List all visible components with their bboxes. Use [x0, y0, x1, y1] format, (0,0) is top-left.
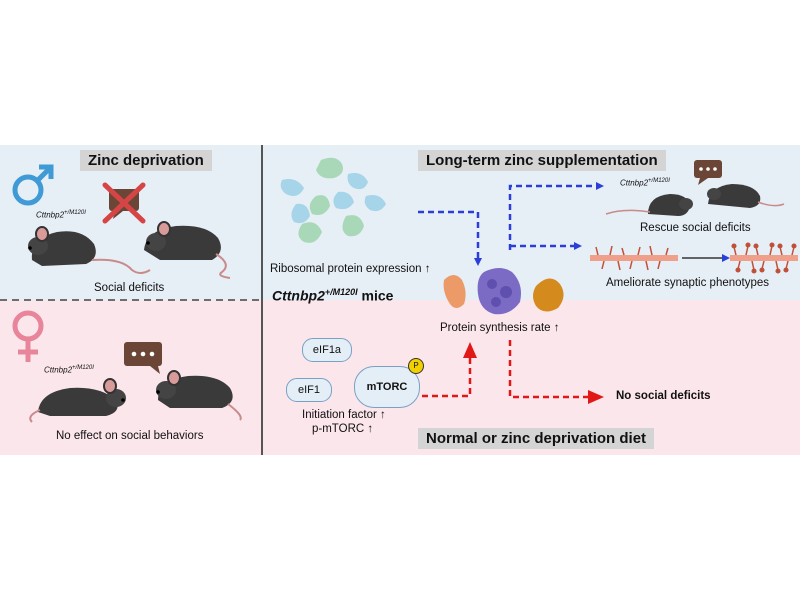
social-deficits-label: Social deficits: [94, 282, 165, 294]
pmtorc-label: p-mTORC ↑: [312, 423, 374, 435]
initiation-factor-label: Initiation factor ↑: [302, 409, 386, 421]
synaptic-phenotypes-label: Ameliorate synaptic phenotypes: [606, 277, 770, 289]
mtorc-complex: mTORC: [354, 366, 420, 408]
male-symbol-icon: [12, 164, 54, 206]
long-term-zinc-title: Long-term zinc supplementation: [418, 150, 666, 171]
rescue-genotype: Cttnbp2+/M120I: [620, 178, 670, 188]
phosphorylation-badge: P: [408, 358, 424, 374]
eif1-factor: eIF1: [286, 378, 332, 402]
protein-complex-icon: [443, 268, 564, 315]
mouse-icon: [28, 226, 151, 274]
dendrite-after-icon: [730, 242, 798, 274]
rescue-social-deficits-label: Rescue social deficits: [640, 222, 751, 234]
ribosomal-proteins-icon: [280, 157, 386, 243]
mouse-icon: [707, 184, 785, 208]
mouse-icon: [144, 221, 231, 279]
zinc-deprivation-title: Zinc deprivation: [80, 150, 212, 171]
speech-bubble-icon: [694, 160, 722, 185]
eif1a-factor: eIF1a: [302, 338, 352, 362]
normal-diet-title: Normal or zinc deprivation diet: [418, 428, 655, 449]
mouse-icon: [605, 194, 693, 216]
female-symbol-icon: [12, 310, 44, 362]
speech-bubble-icon: [124, 342, 162, 374]
mouse-icon: [29, 378, 126, 423]
no-social-deficits-label: No social deficits: [616, 390, 711, 402]
protein-synthesis-label: Protein synthesis rate ↑: [440, 322, 560, 334]
crossed-speech-bubble-icon: [102, 182, 146, 224]
no-effect-label: No effect on social behaviors: [56, 430, 204, 442]
top-left-genotype: Cttnbp2+/M120I: [36, 210, 86, 220]
left-bottom-panel: [0, 300, 262, 455]
bottom-left-genotype: Cttnbp2+/M120I: [44, 365, 94, 375]
mouse-icon: [156, 370, 242, 421]
mice-genotype-label: Cttnbp2+/M120I mice: [272, 287, 394, 304]
dendrite-before-icon: [590, 245, 678, 271]
ribosomal-expression-label: Ribosomal protein expression ↑: [270, 263, 431, 275]
